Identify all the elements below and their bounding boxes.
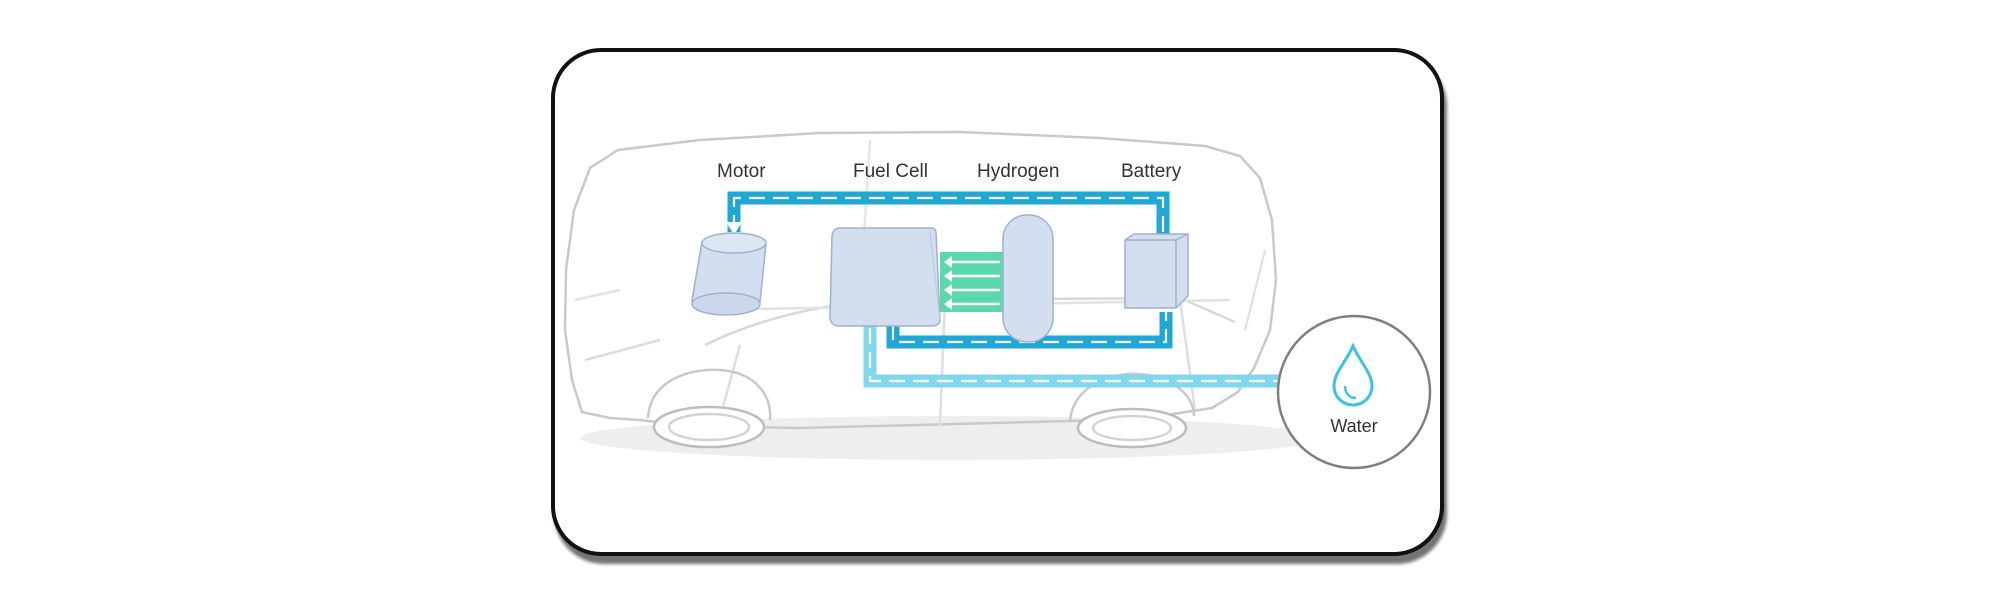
hydrogen-label: Hydrogen — [977, 161, 1059, 182]
hydrogen-tank-component — [1002, 214, 1054, 343]
water-label: Water — [1330, 416, 1377, 436]
water-drop-icon — [1332, 342, 1374, 407]
battery-label: Battery — [1121, 161, 1182, 182]
hydrogen-flow — [940, 252, 1006, 312]
car-outline — [563, 130, 1278, 449]
battery-component — [1124, 233, 1189, 309]
fuel-cell-component — [829, 227, 941, 327]
motor-label: Motor — [717, 161, 766, 182]
water-output: Water — [1276, 314, 1432, 470]
power-flow-top — [726, 191, 1170, 235]
motor-component — [691, 232, 767, 316]
water-flow — [863, 322, 1322, 388]
fuel-cell-label: Fuel Cell — [853, 161, 928, 182]
